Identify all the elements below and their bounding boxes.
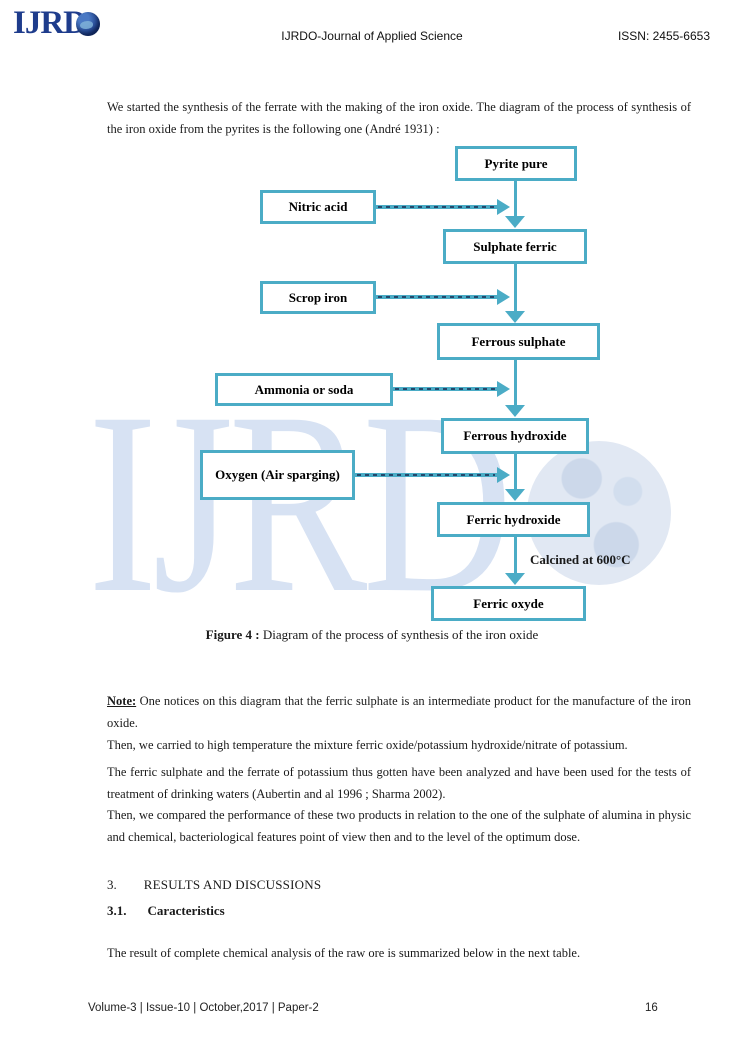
connector-line <box>514 454 517 489</box>
flowchart-node-ferrous-hydroxide: Ferrous hydroxide <box>441 418 589 454</box>
subsection-number: 3.1. <box>107 903 127 918</box>
globe-icon <box>76 12 100 36</box>
right-arrow-icon <box>497 381 510 397</box>
connector-line <box>514 360 517 405</box>
connector-line <box>514 181 517 216</box>
down-arrow-icon <box>505 405 525 417</box>
down-arrow-icon <box>505 573 525 585</box>
right-arrow-icon <box>497 467 510 483</box>
section-heading-results: 3. RESULTS AND DISCUSSIONS <box>107 877 321 893</box>
figure-caption: Figure 4 : Diagram of the process of syn… <box>0 627 744 643</box>
logo-text: IJRD <box>13 5 87 41</box>
input-arrow-line <box>376 205 497 209</box>
subsection-heading-caracteristics: 3.1. Caracteristics <box>107 903 225 919</box>
flowchart-node-ferrous-sulphate: Ferrous sulphate <box>437 323 600 360</box>
body-paragraph: The ferric sulphate and the ferrate of p… <box>107 764 691 801</box>
flowchart-node-ferric-hydroxide: Ferric hydroxide <box>437 502 590 537</box>
section-number: 3. <box>107 877 117 892</box>
figure-caption-text: Diagram of the process of synthesis of t… <box>259 627 539 642</box>
flowchart-node-nitric-acid: Nitric acid <box>260 190 376 224</box>
note-label: Note: <box>107 693 137 708</box>
ijrdo-logo: IJRD <box>13 6 108 40</box>
right-arrow-icon <box>497 199 510 215</box>
input-arrow-line <box>376 295 497 299</box>
subsection-title: Caracteristics <box>147 903 225 918</box>
flowchart-node-oxygen-air-sparging: Oxygen (Air sparging) <box>200 450 355 500</box>
body-paragraph: Then, we compared the performance of the… <box>107 807 691 844</box>
down-arrow-icon <box>505 216 525 228</box>
footer-page-number: 16 <box>645 1002 658 1014</box>
flowchart-node-ammonia-or-soda: Ammonia or soda <box>215 373 393 406</box>
journal-title: IJRDO-Journal of Applied Science <box>281 29 463 43</box>
figure-caption-label: Figure 4 : <box>205 627 260 642</box>
down-arrow-icon <box>505 489 525 501</box>
connector-line <box>514 537 517 573</box>
flowchart-node-pyrite-pure: Pyrite pure <box>455 146 577 181</box>
input-arrow-line <box>393 387 497 391</box>
flowchart-node-ferric-oxyde: Ferric oxyde <box>431 586 586 621</box>
input-arrow-line <box>355 473 497 477</box>
right-arrow-icon <box>497 289 510 305</box>
issn-number: ISSN: 2455-6653 <box>617 29 710 43</box>
body-paragraph: The result of complete chemical analysis… <box>107 945 581 960</box>
intro-paragraph: We started the synthesis of the ferrate … <box>107 99 691 136</box>
connector-line <box>514 264 517 311</box>
watermark-globe-icon <box>527 441 671 585</box>
footer-volume-info: Volume-3 | Issue-10 | October,2017 | Pap… <box>88 1002 319 1014</box>
calcined-label: Calcined at 600°C <box>530 552 631 567</box>
body-paragraph: Then, we carried to high temperature the… <box>107 737 628 752</box>
note-paragraph: Note: One notices on this diagram that t… <box>107 690 691 734</box>
section-title: RESULTS AND DISCUSSIONS <box>143 877 322 892</box>
flowchart-node-scrop-iron: Scrop iron <box>260 281 376 314</box>
note-text: One notices on this diagram that the fer… <box>107 693 691 730</box>
flowchart-node-sulphate-ferric: Sulphate ferric <box>443 229 587 264</box>
down-arrow-icon <box>505 311 525 323</box>
